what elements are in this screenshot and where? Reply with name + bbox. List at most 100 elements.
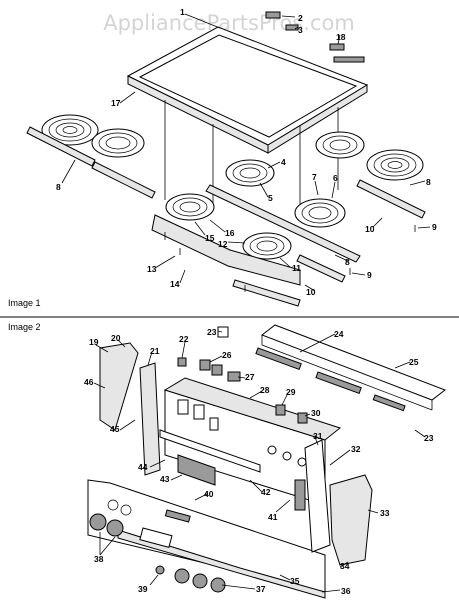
bracket-center [205,184,361,263]
callout-26: 26 [222,350,232,360]
callout-33: 33 [380,508,390,518]
callout-42: 42 [261,487,271,497]
relay-part-27 [227,371,241,382]
callout-8-left: 8 [56,182,61,192]
callout-21: 21 [150,346,160,356]
knob-3 [174,568,190,584]
switch-3 [209,417,219,431]
callout-13: 13 [147,264,157,274]
support-tray [151,214,301,286]
burner-element-left-1 [41,114,99,146]
callout-23-right: 23 [424,433,434,443]
bracket-front [232,279,301,307]
callout-40: 40 [204,489,214,499]
callout-34: 34 [340,561,350,571]
callout-27: 27 [245,372,255,382]
callout-28: 28 [260,385,270,395]
burner-element-right-mid [294,198,346,228]
endcap-left-part-19 [99,342,139,431]
lamp-part-23 [372,394,406,412]
callout-30: 30 [311,408,321,418]
callout-6: 6 [333,173,338,183]
callout-22: 22 [179,334,189,344]
bracket-right-2 [296,254,346,283]
callout-5: 5 [268,193,273,203]
callout-17: 17 [111,98,121,108]
image-2-caption: Image 2 [8,322,41,332]
control-panel-top [163,377,342,441]
glass-cooktop-inner [138,34,358,138]
callout-31: 31 [313,431,323,441]
image-1-caption: Image 1 [8,298,41,308]
panel-hole-left-1 [107,499,119,511]
callout-38: 38 [94,554,104,564]
switch-part-29 [275,404,286,416]
callout-44: 44 [138,462,148,472]
endcap-bracket-part-21 [139,362,161,476]
callout-2: 2 [298,13,303,23]
callout-23-top: 23 [207,327,217,337]
burner-element-center-front [242,232,292,260]
switch-part-30 [297,412,308,424]
panel-hole-1 [267,445,277,455]
bracket-left [26,126,96,167]
relay-part-26b [211,364,223,376]
burner-element-right-far [366,149,424,181]
bracket-part-18 [329,43,345,51]
knob-1-part-38 [89,513,107,531]
callout-20: 20 [111,333,121,343]
panel-hole-left-2 [120,504,132,516]
callout-1: 1 [180,7,185,17]
callout-24: 24 [334,329,344,339]
overlay-part-40 [164,509,191,523]
bracket-right [356,179,426,219]
knob-2-part-38 [106,519,124,537]
burner-element-left-2 [91,128,145,158]
front-control-panel-part-35 [87,479,326,593]
panel-rail-part-44 [159,429,261,473]
lamp-tube-part-24 [255,347,302,371]
switch-1 [177,399,189,415]
callout-4: 4 [281,157,286,167]
clip-part-3 [285,24,299,31]
callout-12: 12 [218,239,228,249]
callout-16: 16 [225,228,235,238]
display-board-part-43 [177,454,216,486]
callout-10-right: 10 [365,224,375,234]
cooktop-side-edge [267,84,368,154]
callout-10-center: 10 [306,287,316,297]
callout-11: 11 [292,263,301,273]
callout-9-right: 9 [432,222,437,232]
trim-part [333,56,365,63]
callout-15: 15 [205,233,215,243]
callout-8-right: 8 [426,177,431,187]
callout-37: 37 [256,584,266,594]
callout-35: 35 [290,576,300,586]
bracket-part-23 [217,326,229,338]
callout-18: 18 [336,32,346,42]
callout-46: 46 [84,377,94,387]
callout-39: 39 [138,584,148,594]
callout-29: 29 [286,387,296,397]
burner-element-right-back [315,131,365,159]
display-window [139,527,173,548]
callout-25: 25 [409,357,419,367]
panel-hole-2 [282,451,292,461]
callout-41: 41 [268,512,278,522]
rear-trim-part-25 [260,324,447,401]
callout-14: 14 [170,279,180,289]
side-part-41 [294,479,306,511]
switch-2 [193,404,205,420]
callout-32: 32 [351,444,361,454]
callout-7: 7 [312,172,317,182]
callout-36: 36 [341,586,351,596]
relay-part-26 [199,359,211,371]
knob-4 [192,573,208,589]
callout-3: 3 [298,25,303,35]
image-2-control-panel: 19 20 21 22 23 24 25 26 27 46 28 29 30 4… [8,322,447,599]
panel-bottom-trim-part-36 [117,529,326,599]
callout-9-center: 9 [367,270,372,280]
callout-45: 45 [110,424,120,434]
clip-part-22 [177,357,187,367]
